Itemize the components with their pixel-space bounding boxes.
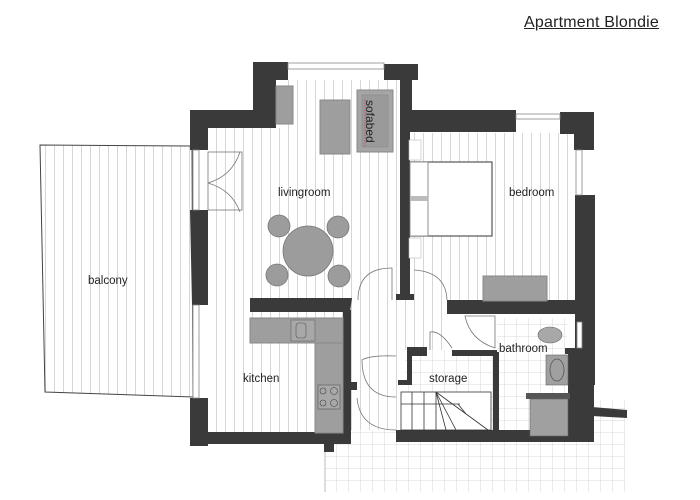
door-bedroom [413,269,448,301]
armchair [275,85,294,125]
door-hall-swing [356,397,397,431]
room-label-livingroom: livingroom [278,187,330,199]
bathroom-fixtures [526,326,570,437]
room-label-kitchen: kitchen [243,373,279,385]
sink [290,319,316,342]
balcony-door[interactable] [207,151,243,213]
windows [192,62,583,399]
door-living-hall [357,267,393,301]
livingroom-furniture: sofabed [265,85,394,288]
washbasin [545,354,569,386]
plan-title: Apartment Blondie [524,14,660,31]
dining-set [265,214,351,288]
door-front [361,355,397,398]
coffee-table [319,99,351,155]
dresser [482,275,548,302]
bedroom-furniture [408,139,548,302]
room-label-bedroom: bedroom [509,187,554,199]
room-label-balcony: balcony [88,275,128,287]
stove [317,384,341,410]
room-label-bathroom: bathroom [499,343,548,355]
sofabed: sofabed [356,89,394,153]
interior-doors[interactable] [356,267,496,431]
balcony-area [39,144,194,398]
shower [529,398,569,437]
door-storage [429,331,453,350]
kitchen-furniture [249,317,344,434]
nightstand [408,237,422,259]
sofabed-label: sofabed [363,100,377,143]
toilet [537,326,563,344]
nightstand [408,139,422,161]
door-bathroom [464,315,496,349]
staircase [400,391,492,431]
room-label-storage: storage [429,373,467,385]
